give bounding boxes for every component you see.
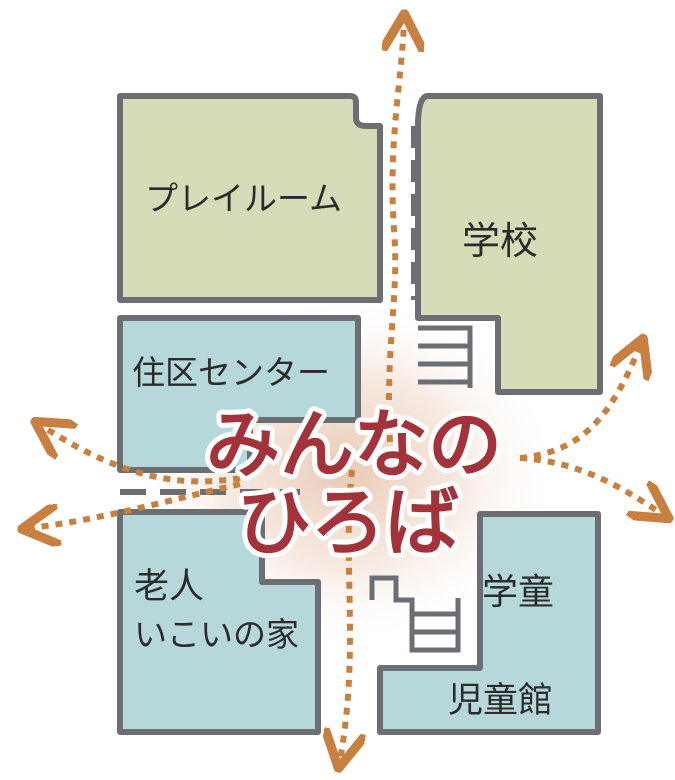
arrow-west-lower (30, 481, 241, 528)
room-school (415, 93, 603, 395)
label-elderly-line1: 老人 (134, 567, 204, 607)
label-playroom: プレイルーム (145, 179, 342, 218)
label-community-center: 住区センター (132, 353, 330, 392)
stairs-gakudo (369, 575, 461, 653)
label-jidokan: 児童館 (448, 681, 553, 721)
arrow-east-lower (519, 455, 662, 514)
room-gakudo (377, 511, 601, 735)
arrow-north (389, 22, 404, 471)
plaza-title-line2: ひろば (237, 480, 459, 566)
label-gakudo: 学童 (482, 572, 554, 613)
arrows (30, 22, 662, 760)
stairs-school (418, 325, 473, 388)
arrow-east-upper (519, 346, 640, 461)
arrow-west-upper (42, 426, 241, 485)
room-community-center (117, 315, 361, 473)
room-playroom (117, 93, 383, 303)
label-elderly-line2: いこいの家 (134, 615, 299, 654)
plaza-title-line1: みんなの (206, 402, 502, 488)
room-elderly-house (117, 509, 321, 735)
label-school: 学校 (462, 219, 538, 263)
